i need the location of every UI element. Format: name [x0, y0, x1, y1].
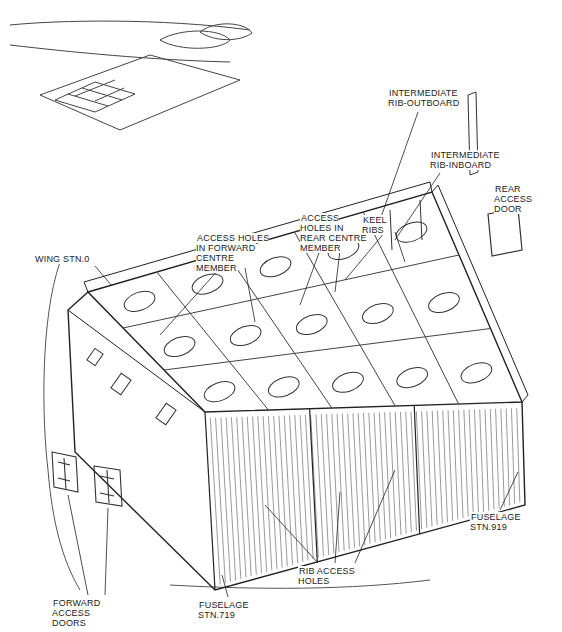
- panel-stroke: [496, 409, 500, 508]
- keel-rib: [294, 232, 395, 406]
- panel-stroke: [490, 409, 494, 510]
- panel-stroke: [379, 413, 385, 540]
- panel-stroke: [358, 413, 365, 545]
- panel-stroke: [517, 408, 520, 502]
- panel-stroke: [406, 412, 412, 533]
- wing-outline: [44, 262, 80, 590]
- panel-stroke: [263, 416, 272, 570]
- rear-access-door: [488, 208, 522, 256]
- panel-stroke: [485, 409, 489, 511]
- panel-stroke: [290, 415, 298, 563]
- panel-stroke: [480, 409, 484, 512]
- panel-stroke: [427, 411, 432, 527]
- access-hole: [294, 311, 330, 339]
- panel-stroke: [501, 409, 504, 507]
- keel-rib: [157, 272, 269, 410]
- access-hole: [426, 289, 462, 317]
- centre-member: [123, 255, 459, 328]
- panel-stroke: [253, 417, 262, 574]
- panel-stroke: [342, 414, 349, 550]
- panel-stroke: [231, 417, 240, 579]
- callout-label: FUSELAGE STN.919: [470, 512, 550, 532]
- callout-label: RIB ACCESS HOLES: [298, 566, 378, 586]
- callout-label: INTERMEDIATE RIB-INBOARD: [430, 150, 510, 170]
- panel-stroke: [295, 415, 303, 562]
- panel-stroke: [459, 410, 463, 518]
- access-holes: [121, 212, 494, 410]
- panel-stroke: [353, 413, 360, 546]
- panel-stroke: [432, 411, 437, 525]
- callout-label: INTERMEDIATE RIB-OUTBOARD: [388, 88, 470, 108]
- callout-label: WING STN.0: [34, 254, 94, 264]
- access-hole: [189, 270, 225, 298]
- leader-lines: [68, 112, 518, 597]
- callout-label: FUSELAGE STN.719: [198, 600, 278, 620]
- panel-stroke: [210, 418, 220, 585]
- panel-stroke: [374, 413, 380, 541]
- panel-stroke: [268, 416, 277, 569]
- panel-stroke: [385, 412, 391, 537]
- access-hole: [201, 378, 237, 406]
- front-panels: [210, 405, 520, 584]
- panel-stroke: [226, 417, 236, 580]
- panel-stroke: [395, 412, 401, 535]
- inset-sketch: [10, 21, 252, 130]
- panel-stroke: [511, 408, 514, 504]
- panel-stroke: [279, 416, 287, 567]
- callout-label: ACCESS HOLES IN REAR CENTRE MEMBER: [300, 213, 370, 253]
- panel-stroke: [237, 417, 246, 578]
- panel-stroke: [221, 418, 231, 582]
- access-hole: [228, 322, 264, 350]
- access-hole: [257, 253, 293, 281]
- centre-section: [68, 182, 528, 590]
- panel-stroke: [400, 412, 406, 534]
- panel-stroke: [437, 411, 442, 524]
- access-hole: [330, 368, 366, 396]
- callout-label: KEEL RIBS: [362, 215, 410, 235]
- panel-stroke: [464, 410, 468, 517]
- panel-stroke: [474, 410, 478, 514]
- forward-access-doors: [52, 452, 122, 506]
- panel-stroke: [247, 417, 256, 575]
- callout-label: ACCESS HOLES IN FORWARD CENTRE MEMBER: [196, 233, 272, 273]
- panel-stroke: [453, 410, 458, 519]
- panel-stroke: [274, 416, 282, 568]
- access-hole: [393, 218, 429, 246]
- panel-stroke: [422, 411, 427, 528]
- keel-rib: [226, 252, 332, 408]
- panel-stroke: [448, 410, 453, 520]
- panel-stroke: [364, 413, 371, 544]
- panel-stroke: [284, 416, 292, 565]
- access-hole: [266, 373, 302, 401]
- panel-stroke: [337, 414, 344, 551]
- panel-stroke: [242, 417, 251, 576]
- panel-stroke: [443, 411, 448, 523]
- access-hole: [161, 333, 197, 361]
- access-hole: [458, 359, 494, 387]
- centre-member: [164, 329, 490, 371]
- panel-joint: [310, 409, 318, 562]
- panel-joint: [414, 405, 419, 534]
- access-hole: [121, 287, 157, 315]
- panel-stroke: [469, 410, 473, 516]
- callout-label: FORWARD ACCESS DOORS: [52, 598, 122, 628]
- panel-stroke: [348, 414, 355, 548]
- access-hole: [360, 300, 396, 328]
- panel-stroke: [216, 418, 226, 584]
- callout-label: REAR ACCESS DOOR: [494, 184, 554, 214]
- panel-stroke: [258, 416, 267, 571]
- access-hole: [394, 364, 430, 392]
